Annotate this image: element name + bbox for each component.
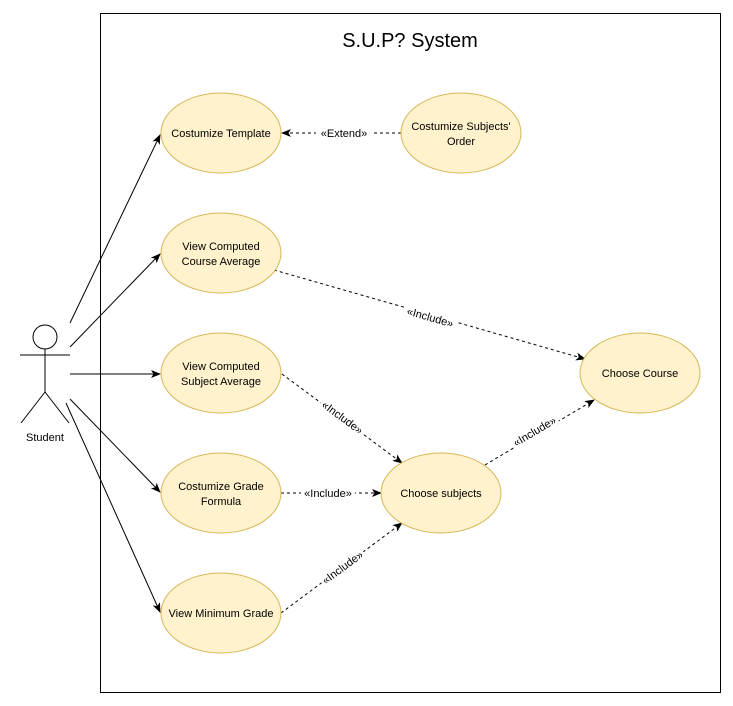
use-case-view-computed-course-average[interactable]: View Computed Course Average <box>160 212 282 294</box>
actor-left-leg <box>20 391 46 424</box>
use-case-costumize-grade-formula[interactable]: Costumize Grade Formula <box>160 452 282 534</box>
use-case-label-line-1: View Computed <box>182 241 259 253</box>
use-case-label: Choose subjects <box>400 488 482 500</box>
use-case-view-minimum-grade[interactable]: View Minimum Grade <box>160 572 282 654</box>
svg-text:«Include»: «Include» <box>319 399 364 437</box>
use-case-label-line-2: Order <box>447 136 475 148</box>
use-case-label-line-2: Course Average <box>182 256 261 268</box>
student-actor[interactable]: Student <box>20 324 70 444</box>
system-title: S.U.P? System <box>342 30 478 52</box>
use-case-label-line-1: Costumize Subjects' <box>411 121 510 133</box>
association-view-minimum-grade <box>65 402 161 613</box>
use-case-label: Choose Course <box>602 368 678 380</box>
use-case-view-computed-subject-average[interactable]: View Computed Subject Average <box>160 332 282 414</box>
association-view-course-average <box>69 253 161 348</box>
svg-text:«Include»: «Include» <box>320 549 365 587</box>
use-case-label-line-1: View Computed <box>182 361 259 373</box>
extend-label: «Extend» <box>316 126 372 140</box>
svg-text:«Extend»: «Extend» <box>321 128 367 140</box>
include-min-grade-relation <box>280 522 403 614</box>
use-case-label: View Minimum Grade <box>169 608 274 620</box>
include-label-subjects-course: «Include» <box>508 411 561 451</box>
include-label-formula: «Include» <box>301 486 355 500</box>
include-label-minimum-grade: «Include» <box>317 546 368 589</box>
use-case-choose-subjects[interactable]: Choose subjects <box>380 452 502 534</box>
use-case-costumize-template[interactable]: Costumize Template <box>160 92 282 174</box>
actor-right-leg <box>44 391 70 424</box>
include-label-course-average: «Include» <box>403 303 458 331</box>
use-case-label-line-2: Subject Average <box>181 376 261 388</box>
include-label-subject-average: «Include» <box>317 396 368 439</box>
association-costumize-template <box>69 134 161 324</box>
association-costumize-formula <box>69 398 161 493</box>
use-case-choose-course[interactable]: Choose Course <box>579 332 701 414</box>
svg-text:«Include»: «Include» <box>405 306 454 331</box>
svg-text:«Include»: «Include» <box>511 415 558 450</box>
svg-text:«Include»: «Include» <box>304 488 352 500</box>
use-case-costumize-subjects-order[interactable]: Costumize Subjects' Order <box>400 92 522 174</box>
use-case-label: Costumize Template <box>171 128 270 140</box>
system-boundary <box>100 13 721 693</box>
use-case-label-line-1: Costumize Grade <box>178 481 264 493</box>
actor-head <box>32 324 58 350</box>
use-case-label-line-2: Formula <box>201 496 242 508</box>
actor-label: Student <box>26 432 64 444</box>
